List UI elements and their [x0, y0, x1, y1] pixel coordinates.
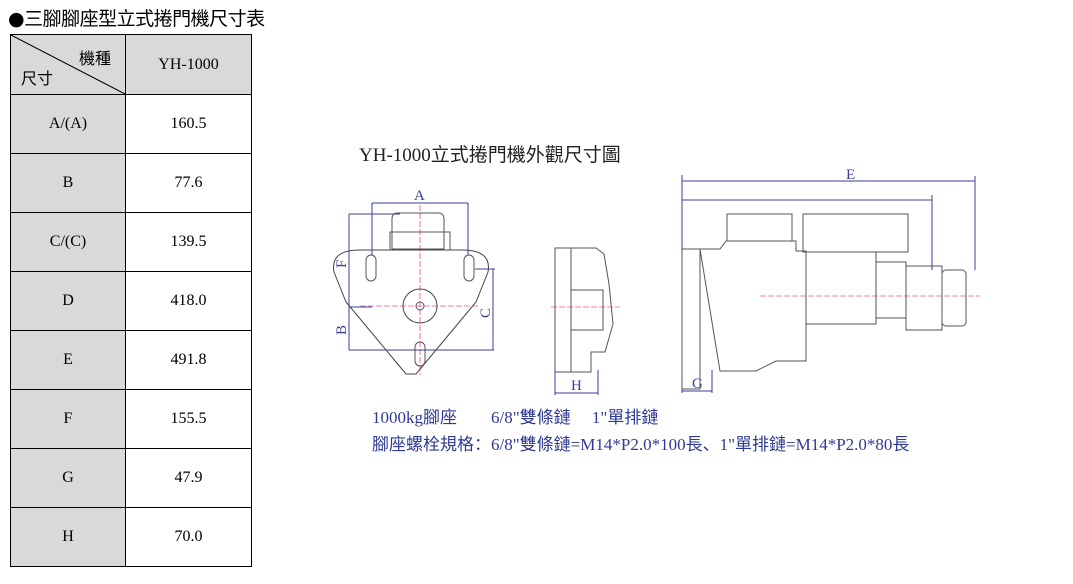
dim-label-b: B: [334, 325, 350, 335]
table-header-row: 機種 尺寸 YH-1000: [10, 34, 252, 95]
side-view: [551, 247, 620, 373]
dim-label-e: E: [846, 167, 855, 183]
row-key: G: [10, 448, 126, 508]
page-title: ●三腳腳座型立式捲門機尺寸表: [8, 8, 265, 30]
row-key: D: [10, 271, 126, 331]
diagonal-line: [11, 35, 125, 94]
row-value: 160.5: [125, 94, 252, 154]
row-key: C/(C): [10, 212, 126, 272]
row-value: 491.8: [125, 330, 252, 390]
dim-label-h: H: [571, 378, 582, 394]
row-value: 70.0: [125, 507, 252, 567]
row-value: 155.5: [125, 389, 252, 449]
header-model-label: 機種: [78, 49, 111, 68]
table-row: A/(A)160.5: [10, 94, 252, 154]
row-value: 139.5: [125, 212, 252, 272]
dim-label-c: C: [478, 308, 494, 318]
dim-label-f: F: [334, 260, 350, 268]
header-dim-label: 尺寸: [21, 69, 54, 88]
row-value: 47.9: [125, 448, 252, 508]
side-view-dimensions: [554, 370, 599, 395]
front-view: [333, 205, 489, 375]
dim-label-g: G: [692, 376, 703, 392]
row-key: F: [10, 389, 126, 449]
front-view-dimensions: [348, 202, 495, 351]
caption-bolt-spec: 腳座螺栓規格：6/8"雙條鏈=M14*P2.0*100長、1"單排鏈=M14*P…: [372, 435, 910, 454]
row-key: H: [10, 507, 126, 567]
drawing-title: YH-1000立式捲門機外觀尺寸圖: [359, 145, 621, 166]
row-key: B: [10, 153, 126, 213]
caption-models: 1000kg腳座 6/8"雙條鏈 1"單排鏈: [372, 408, 659, 427]
table-row: C/(C)139.5: [10, 212, 252, 272]
dim-label-a: A: [414, 188, 425, 204]
motor-view-dimensions: [681, 175, 976, 393]
header-model-value: YH-1000: [125, 34, 252, 95]
row-key: A/(A): [10, 94, 126, 154]
motor-side-view: [681, 213, 980, 390]
